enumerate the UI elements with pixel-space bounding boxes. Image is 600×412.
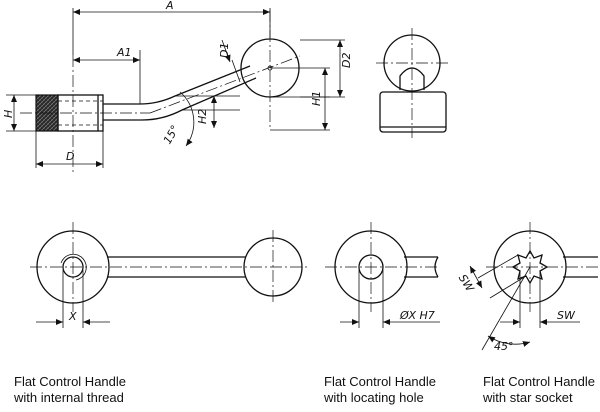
- dim-phi-X-H7: ØX H7: [399, 309, 435, 322]
- view-internal-thread: X: [30, 222, 310, 328]
- view-star-socket: SW SW 45°: [456, 222, 600, 353]
- dim-SW-left: SW: [456, 272, 477, 295]
- dim-A1: A1: [116, 46, 132, 59]
- caption-locating-hole-line2: with locating hole: [324, 390, 424, 405]
- caption-internal-thread: Flat Control Handle with internal thread: [14, 374, 126, 406]
- handle-arm: [103, 65, 251, 105]
- dim-H1: H1: [310, 91, 323, 106]
- dim-angle-15: 15°: [161, 123, 182, 146]
- front-hub: [379, 91, 447, 133]
- dim-SW-right: SW: [557, 309, 576, 322]
- caption-internal-thread-line1: Flat Control Handle: [14, 374, 126, 389]
- caption-star-socket-line2: with star socket: [483, 390, 573, 405]
- dim-D: D: [66, 150, 74, 163]
- caption-star-socket: Flat Control Handle with star socket: [483, 374, 595, 406]
- view-locating-hole: ØX H7: [325, 222, 440, 328]
- side-view: A A1 H D H1 H2 D1 D2 15°: [2, 0, 353, 175]
- caption-internal-thread-line2: with internal thread: [14, 390, 124, 405]
- dim-D2: D2: [340, 53, 353, 68]
- caption-locating-hole: Flat Control Handle with locating hole: [324, 374, 436, 406]
- caption-locating-hole-line1: Flat Control Handle: [324, 374, 436, 389]
- front-view: [376, 28, 448, 138]
- dim-X: X: [68, 310, 77, 323]
- dim-A: A: [165, 0, 174, 12]
- dim-angle-45: 45°: [494, 340, 514, 353]
- dim-H: H: [2, 110, 15, 118]
- caption-star-socket-line1: Flat Control Handle: [483, 374, 595, 389]
- dim-H2: H2: [196, 109, 209, 124]
- dim-D1: D1: [218, 43, 231, 58]
